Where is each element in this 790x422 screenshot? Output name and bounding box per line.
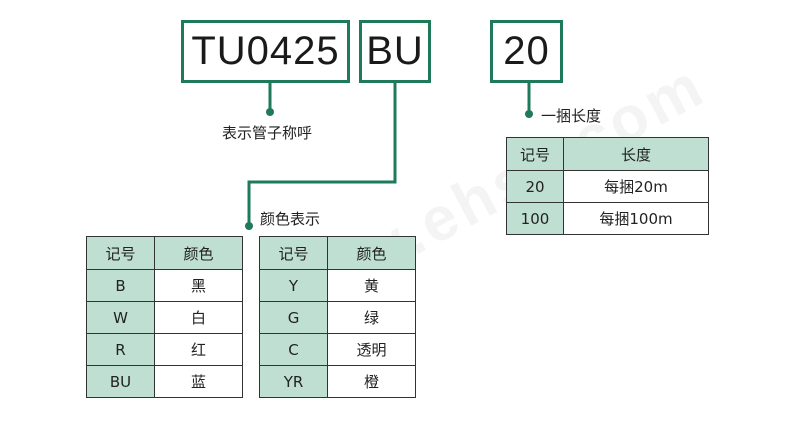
length-label: 一捆长度 [541, 107, 602, 125]
table-row: 100 每捆100m [506, 202, 709, 235]
table-row: W 白 [86, 301, 243, 334]
table-row: 20 每捆20m [506, 170, 709, 203]
table-row: G 绿 [259, 301, 416, 334]
table-cell: B [86, 269, 155, 302]
table-header: 长度 [563, 137, 709, 171]
table-row: C 透明 [259, 333, 416, 366]
table-cell: BU [86, 365, 155, 398]
table-header: 记号 [86, 236, 155, 270]
table-cell: YR [259, 365, 328, 398]
table-header: 记号 [259, 236, 328, 270]
length-table: 记号 长度 20 每捆20m 100 每捆100m [506, 137, 709, 235]
table-cell: C [259, 333, 328, 366]
table-header-row: 记号 颜色 [86, 236, 243, 270]
table-cell: R [86, 333, 155, 366]
table-header-row: 记号 长度 [506, 137, 709, 171]
table-cell: 红 [154, 333, 243, 366]
series-label: 表示管子称呼 [222, 124, 313, 142]
color-table-right: 记号 颜色 Y 黄 G 绿 C 透明 YR 橙 [259, 236, 416, 398]
series-connector-dot [266, 108, 274, 116]
table-header: 颜色 [327, 236, 416, 270]
table-row: YR 橙 [259, 365, 416, 398]
table-cell: 透明 [327, 333, 416, 366]
length-connector-dot [525, 110, 533, 118]
table-cell: 每捆100m [563, 202, 709, 235]
table-row: BU 蓝 [86, 365, 243, 398]
table-cell: 白 [154, 301, 243, 334]
table-cell: Y [259, 269, 328, 302]
table-cell: 20 [506, 170, 564, 203]
table-row: B 黑 [86, 269, 243, 302]
table-cell: 100 [506, 202, 564, 235]
table-cell: G [259, 301, 328, 334]
table-row: Y 黄 [259, 269, 416, 302]
color-table-left: 记号 颜色 B 黑 W 白 R 红 BU 蓝 [86, 236, 243, 398]
color-connector-line [247, 80, 397, 224]
table-row: R 红 [86, 333, 243, 366]
table-cell: W [86, 301, 155, 334]
table-header-row: 记号 颜色 [259, 236, 416, 270]
table-cell: 黄 [327, 269, 416, 302]
table-header: 记号 [506, 137, 564, 171]
table-cell: 绿 [327, 301, 416, 334]
table-cell: 蓝 [154, 365, 243, 398]
table-cell: 黑 [154, 269, 243, 302]
series-code-box: TU0425 [181, 20, 350, 83]
table-cell: 每捆20m [563, 170, 709, 203]
color-connector-dot [245, 222, 253, 230]
color-code-box: BU [359, 20, 431, 83]
color-label: 颜色表示 [260, 210, 321, 228]
table-cell: 橙 [327, 365, 416, 398]
length-code-box: 20 [490, 20, 563, 83]
table-header: 颜色 [154, 236, 243, 270]
